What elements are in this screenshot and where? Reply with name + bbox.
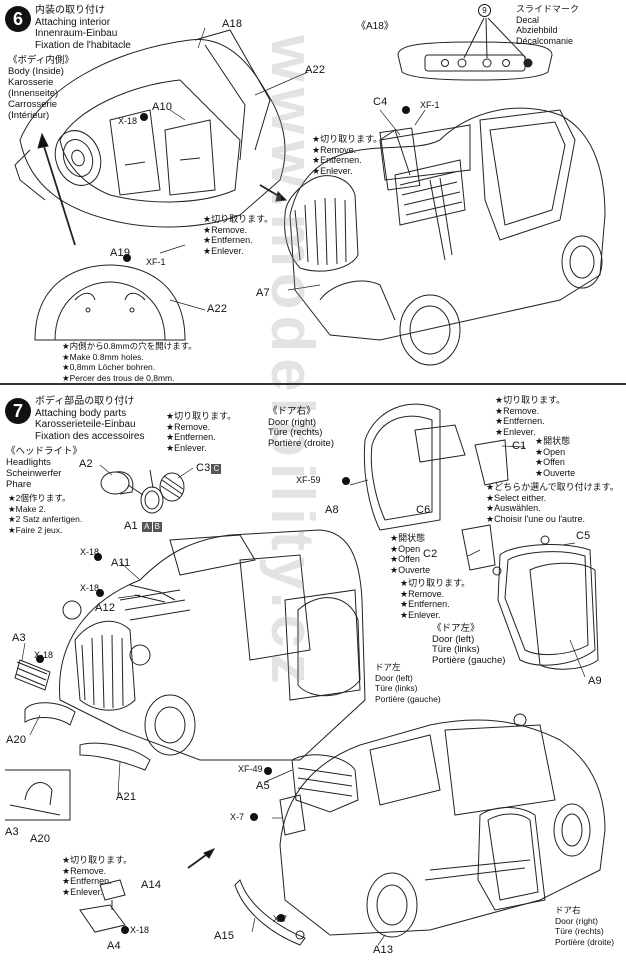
part-a22-bottom: A22	[207, 303, 228, 315]
part-a19: A19	[110, 247, 131, 259]
title-en: Attaching interior	[35, 16, 111, 28]
step7-headlight-parts-drawing	[100, 469, 185, 514]
watermark: www.modelbility.cz	[259, 34, 326, 690]
step7-a14-a4-drawing	[79, 879, 126, 933]
open-note-1: ★開状態 ★Open ★Offen ★Ouverte	[535, 436, 576, 478]
step7-number: 7	[5, 398, 31, 424]
part-a12: A12	[95, 602, 116, 614]
step-divider	[0, 383, 626, 385]
part-a14: A14	[141, 879, 162, 891]
step6-body-inside-label: 《ボディ内側》 Body (Inside) Karosserie (Innens…	[8, 55, 74, 121]
part-c1: C1	[512, 440, 527, 452]
decal-number-badge: 9	[478, 4, 491, 17]
step6-holes-note: ★内側から0.8mmの穴を開けます。 ★Make 0.8mm holes. ★0…	[62, 341, 197, 383]
step7-door-left-drawing	[492, 535, 599, 670]
step7-remove-right: ★切り取ります。 ★Remove. ★Entfernen. ★Enlever.	[495, 395, 566, 437]
title-fr: Fixation de l'habitacle	[35, 39, 131, 51]
step6-car-drawing	[284, 107, 606, 366]
step7-remove-top: ★切り取ります。 ★Remove. ★Entfernen. ★Enlever.	[166, 411, 237, 453]
step6-remove-note-left: ★切り取ります。 ★Remove. ★Entfernen. ★Enlever.	[203, 214, 274, 256]
label-x18-a11: X-18	[80, 547, 100, 557]
part-a15: A15	[214, 930, 235, 942]
step6-a18-panel-drawing	[397, 17, 553, 81]
step6-remove-note-right: ★切り取ります。 ★Remove. ★Entfernen. ★Enlever.	[312, 134, 383, 176]
step7-door-right-drawing	[363, 403, 509, 571]
part-c2: C2	[423, 548, 438, 560]
part-a20-inset: A20	[30, 833, 51, 845]
part-a5: A5	[256, 780, 270, 792]
open-note-2: ★開状態 ★Open ★Offen ★Ouverte	[390, 533, 431, 575]
label-x7-b: X-7	[273, 914, 288, 924]
headlights-label: 《ヘッドライト》 Headlights Scheinwerfer Phare	[6, 446, 83, 490]
title-jp: 内装の取り付け	[35, 5, 105, 16]
part-a4: A4	[107, 940, 121, 952]
step7-car-front-drawing	[14, 529, 366, 771]
decal-label: スライドマーク Decal Abziehbild Décalcomanie	[516, 4, 580, 46]
part-c4: C4	[373, 96, 388, 108]
part-a22-top: A22	[305, 64, 326, 76]
part-a8: A8	[325, 504, 339, 516]
step7-inset-drawing	[5, 769, 71, 821]
label-x18-a12: X-18	[80, 583, 100, 593]
part-a21: A21	[116, 791, 137, 803]
label-x18-a10: X-18	[118, 116, 138, 126]
step6-interior-body-drawing	[14, 29, 286, 228]
step7-car-rear-drawing	[234, 713, 606, 946]
part-c6: C6	[416, 504, 431, 516]
part-a3: A3	[12, 632, 26, 644]
label-xf49: XF-49	[238, 764, 263, 774]
make2-note: ★2個作ります。 ★Make 2. ★2 Satz anfertigen. ★F…	[8, 493, 83, 535]
step7-remove-mid: ★切り取ります。 ★Remove. ★Entfernen. ★Enlever.	[400, 578, 471, 620]
label-xf1-c4: XF-1	[420, 100, 440, 110]
door-left-car-label: ドア左 Door (left) Türe (links) Portière (g…	[375, 662, 441, 704]
label-xf1-a19: XF-1	[146, 257, 166, 267]
label-x18-a4: X-18	[130, 925, 150, 935]
step6-title: 内装の取り付け Attaching interior Innenraum-Ein…	[35, 5, 131, 51]
part-a7: A7	[256, 287, 270, 299]
step7-remove-bottom: ★切り取ります。 ★Remove. ★Entfernen. ★Enlever.	[62, 855, 133, 897]
label-xf59: XF-59	[296, 475, 321, 485]
part-a2: A2	[79, 458, 93, 470]
part-a11: A11	[111, 557, 131, 569]
part-a3-inset: A3	[5, 826, 19, 838]
part-c5: C5	[576, 530, 591, 542]
label-x7-a: X-7	[230, 812, 245, 822]
step6-number: 6	[5, 6, 31, 32]
part-a20: A20	[6, 734, 27, 746]
step7-title: ボディ部品の取り付け Attaching body parts Karosser…	[35, 396, 145, 442]
part-a18: A18	[222, 18, 243, 30]
door-right-header: 《ドア右》 Door (right) Türe (rechts) Portièr…	[268, 406, 334, 449]
part-a9: A9	[588, 675, 602, 687]
part-a10: A10	[152, 101, 173, 113]
step6-rear-view-drawing	[34, 264, 186, 341]
title-de: Innenraum-Einbau	[35, 28, 118, 39]
part-a13: A13	[373, 944, 394, 956]
door-left-header: 《ドア左》 Door (left) Türe (links) Portière …	[432, 623, 506, 666]
a18-header: 《A18》	[356, 21, 394, 32]
label-x18-a3: X-18	[34, 650, 54, 660]
select-either-note: ★どちらか選んで取り付けます。 ★Select either. ★Auswähl…	[486, 482, 619, 524]
door-right-car-label: ドア右 Door (right) Türe (rechts) Portière …	[555, 905, 615, 947]
